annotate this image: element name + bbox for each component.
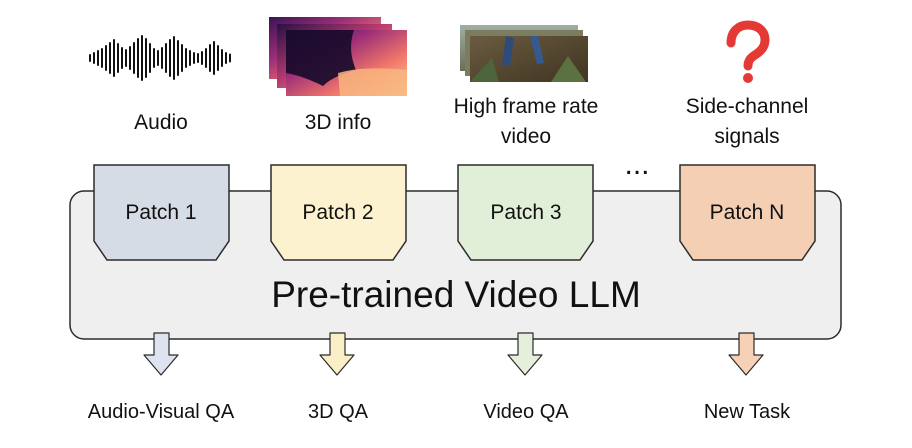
video-frames-thumbnail: [460, 25, 588, 82]
patch-label-1: Patch 1: [125, 201, 196, 224]
patch-block-2: Patch 2: [270, 164, 407, 261]
question-mark-icon: [726, 20, 770, 83]
input-label-side-channel-line-1: Side-channel: [686, 95, 809, 118]
patch-ellipsis: ...: [624, 148, 649, 181]
question-mark-hook: [726, 20, 770, 71]
depth-map-dark-region: [286, 30, 356, 86]
question-mark-dot: [743, 73, 753, 83]
video-grass-right: [551, 56, 586, 82]
video-runner-left-leg: [502, 36, 514, 66]
video-runner-right-leg: [530, 36, 544, 64]
input-label-high-frame-rate-line-1: High frame rate: [454, 95, 599, 118]
llm-title: Pre-trained Video LLM: [271, 274, 641, 315]
input-label-3d-info: 3D info: [305, 111, 372, 134]
patch-block-1: Patch 1: [93, 164, 230, 261]
output-arrow-video-qa: [507, 332, 543, 376]
output-arrow-audio-visual-qa: [143, 332, 179, 376]
output-label-3d-qa: 3D QA: [308, 401, 369, 423]
output-arrow-new-task: [728, 332, 764, 376]
patch-shape-3: [457, 164, 594, 261]
llm-box: [69, 190, 842, 340]
output-label-audio-visual-qa: Audio-Visual QA: [88, 401, 235, 423]
output-label-new-task: New Task: [704, 401, 791, 423]
video-grass-left: [470, 58, 499, 82]
patch-shape-n: [679, 164, 816, 261]
depth-map-light-region: [338, 68, 407, 96]
depth-map-thumbnail: [269, 17, 407, 96]
audio-waveform-icon: [89, 35, 231, 81]
patch-label-3: Patch 3: [490, 201, 561, 224]
patch-block-3: Patch 3: [457, 164, 594, 261]
patch-label-2: Patch 2: [302, 201, 373, 224]
patch-label-n: Patch N: [710, 201, 785, 224]
output-arrow-3d-qa: [319, 332, 355, 376]
input-label-side-channel-line-2: signals: [714, 125, 779, 148]
input-label-audio: Audio: [134, 111, 188, 134]
output-label-video-qa: Video QA: [483, 401, 569, 423]
patch-shape-1: [93, 164, 230, 261]
input-label-high-frame-rate-line-2: video: [501, 125, 551, 148]
patch-block-n: Patch N: [679, 164, 816, 261]
patch-shape-2: [270, 164, 407, 261]
